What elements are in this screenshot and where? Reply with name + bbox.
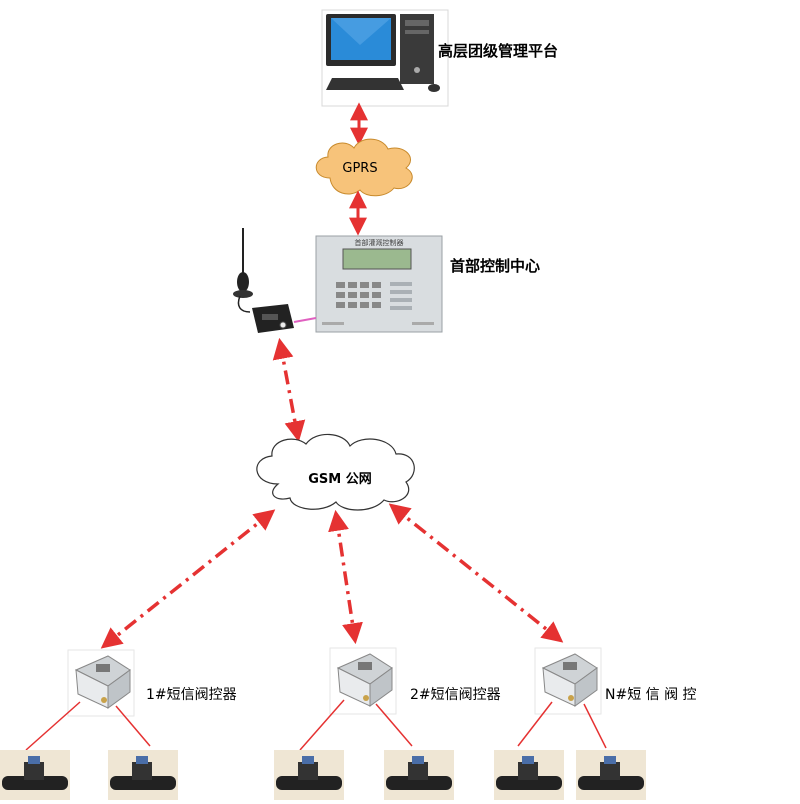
wire-Nb: [583, 703, 607, 749]
antenna-icon: [233, 228, 253, 313]
keypad: [336, 282, 412, 310]
wire-2b: [375, 703, 413, 747]
valve-controller-icon: [67, 649, 135, 717]
control-panel-icon: 首部灌溉控制器: [315, 235, 443, 333]
panel-title: 首部灌溉控制器: [355, 238, 404, 247]
valve-icon: [274, 750, 344, 800]
gprs-label: GPRS: [342, 161, 377, 176]
control-center-label: 首部控制中心: [450, 257, 540, 275]
modem-gsm-link: [272, 337, 306, 443]
gsm-controllerN-link: [388, 503, 564, 643]
desktop-computer-icon: [321, 9, 449, 107]
gsm-modem-icon: [252, 304, 317, 333]
valve-icon: [576, 750, 646, 800]
valve-icon: [108, 750, 178, 800]
wire-2a: [299, 699, 345, 751]
gsm-controller2-link: [328, 509, 363, 645]
wire-1a: [25, 701, 81, 751]
controller-N-label: N#短 信 阀 控: [605, 687, 697, 703]
gsm-label: GSM 公网: [308, 472, 372, 487]
controller-1-label: 1#短信阀控器: [146, 687, 237, 703]
valve-icon: [494, 750, 564, 800]
valve-icon: [384, 750, 454, 800]
wire-1b: [115, 705, 151, 747]
wire-Na: [517, 701, 553, 747]
valve-icon: [0, 750, 70, 800]
valve-controller-icon: [534, 647, 602, 715]
controller-2-label: 2#短信阀控器: [410, 687, 501, 703]
gsm-cloud-icon: [256, 433, 415, 511]
platform-label: 高层团级管理平台: [438, 42, 558, 60]
valve-controller-icon: [329, 647, 397, 715]
gsm-controller1-link: [100, 509, 276, 649]
